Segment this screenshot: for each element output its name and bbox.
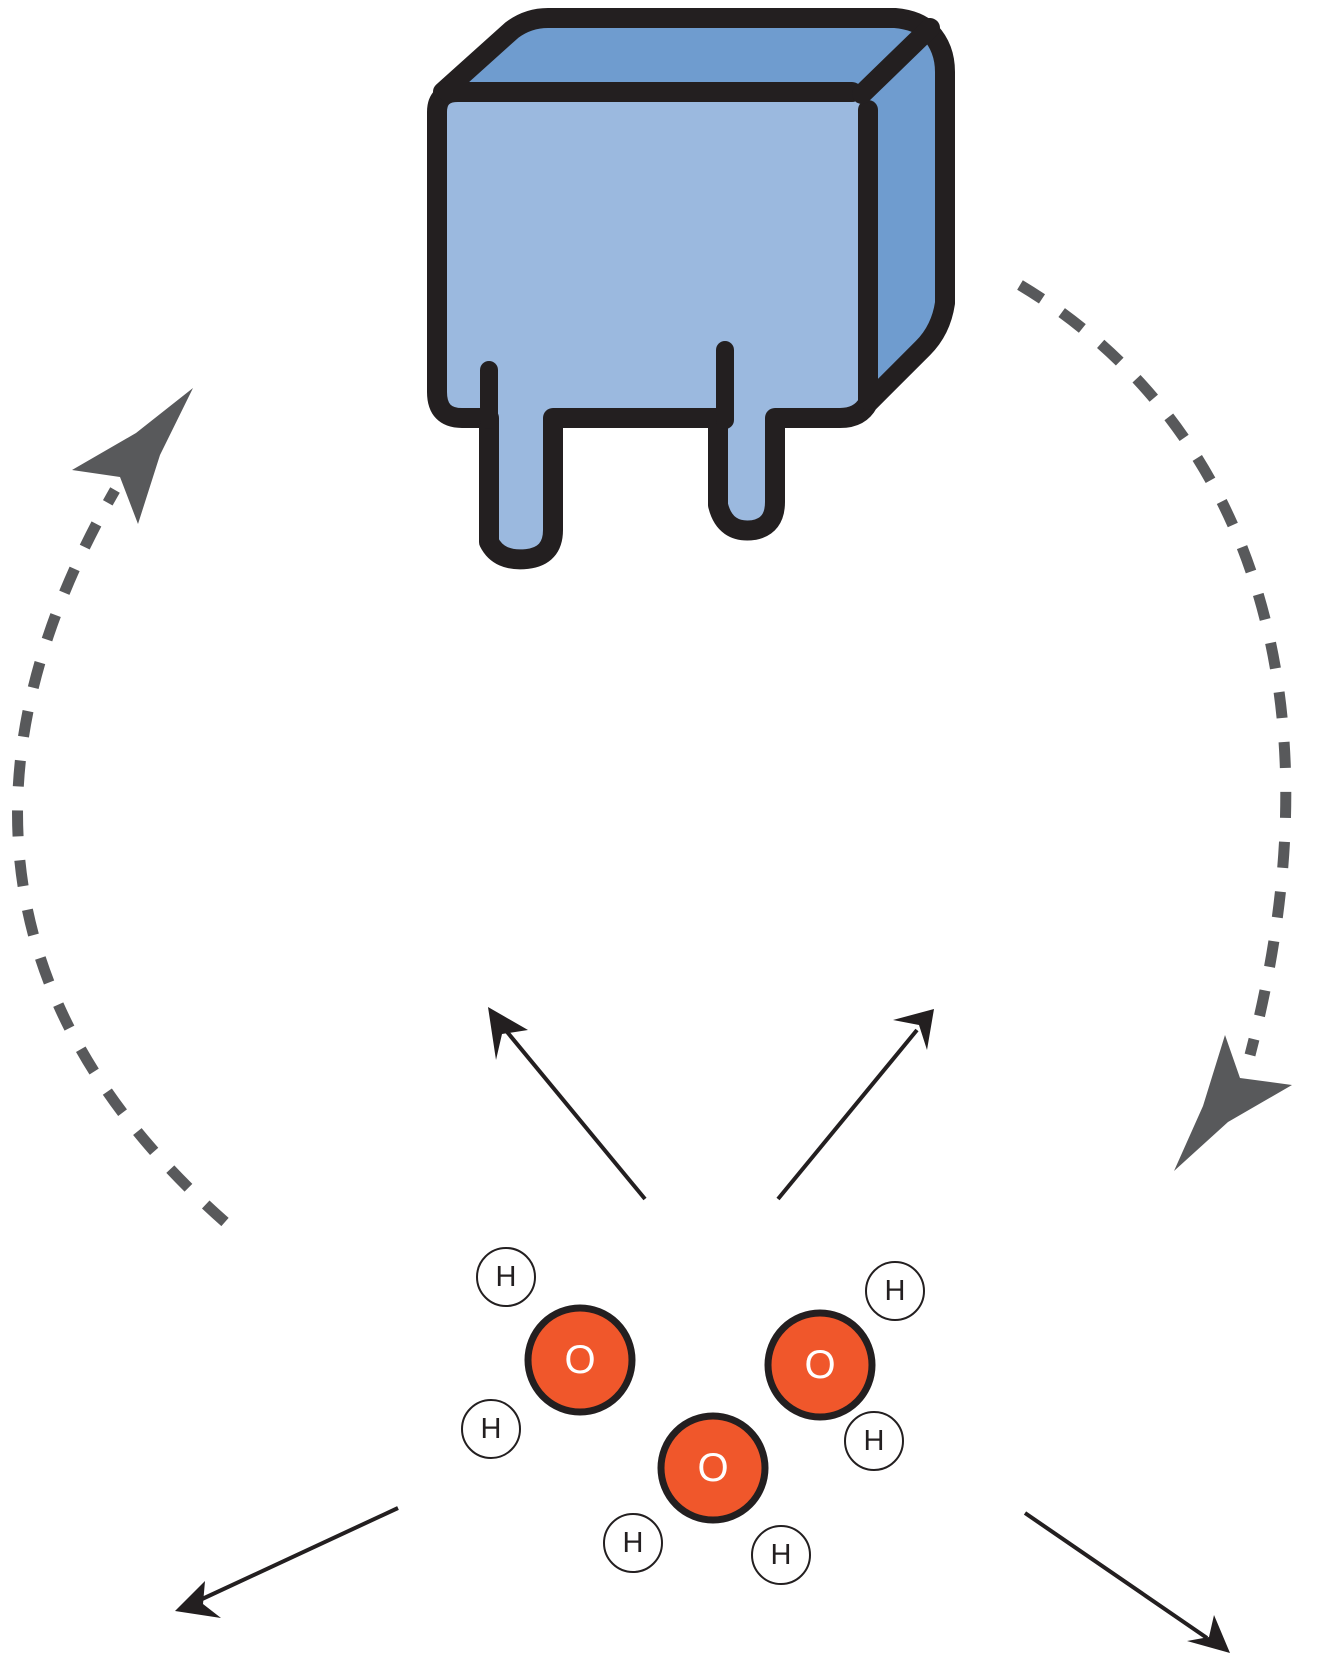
hydrogen-atom: [603, 1513, 663, 1573]
melting-ice-cube-icon: [427, 8, 955, 570]
hydrogen-label: H: [771, 1539, 792, 1571]
hydrogen-atom: [476, 1247, 536, 1307]
motion-arrow-down-left: [175, 1506, 399, 1618]
dashed-cycle-arrow-down-icon: [1017, 280, 1292, 1171]
molecule-motion-arrows: [175, 1007, 1230, 1653]
hydrogen-label: H: [623, 1527, 644, 1559]
hydrogen-label: H: [885, 1275, 906, 1307]
motion-arrow-down-right: [1023, 1511, 1230, 1653]
hydrogen-label: H: [481, 1413, 502, 1445]
hydrogen-atom: [844, 1411, 904, 1471]
ice-cube-top-face: [443, 18, 928, 92]
oxygen-label: O: [804, 1343, 835, 1387]
hydrogen-atom: [461, 1399, 521, 1459]
ice-cube-front-face: [437, 92, 868, 559]
dashed-cycle-path-left: [12, 487, 229, 1227]
hydrogen-atom: [751, 1525, 811, 1585]
water-molecules: O H H O H H O H H: [461, 1247, 925, 1585]
hydrogen-label: H: [496, 1261, 517, 1293]
dashed-cycle-arrow-up-icon: [12, 388, 229, 1227]
oxygen-atom: [657, 1412, 769, 1524]
water-molecule: O H H: [461, 1247, 636, 1459]
oxygen-atom: [764, 1309, 876, 1421]
dashed-cycle-arrowhead-left: [72, 388, 193, 524]
water-molecule: O H H: [764, 1261, 925, 1471]
ice-cube-side-face: [860, 30, 945, 403]
oxygen-label: O: [697, 1446, 728, 1490]
hydrogen-label: H: [864, 1425, 885, 1457]
motion-arrow-up-right: [776, 1009, 934, 1201]
oxygen-label: O: [564, 1338, 595, 1382]
oxygen-atom: [524, 1304, 636, 1416]
water-molecule: O H H: [603, 1412, 811, 1585]
hydrogen-atom: [865, 1261, 925, 1321]
dashed-cycle-arrowhead-right: [1174, 1035, 1292, 1171]
motion-arrow-up-left: [488, 1007, 647, 1201]
dashed-cycle-path-right: [1017, 280, 1292, 1057]
ice-cube-top-side-edge: [852, 18, 940, 104]
